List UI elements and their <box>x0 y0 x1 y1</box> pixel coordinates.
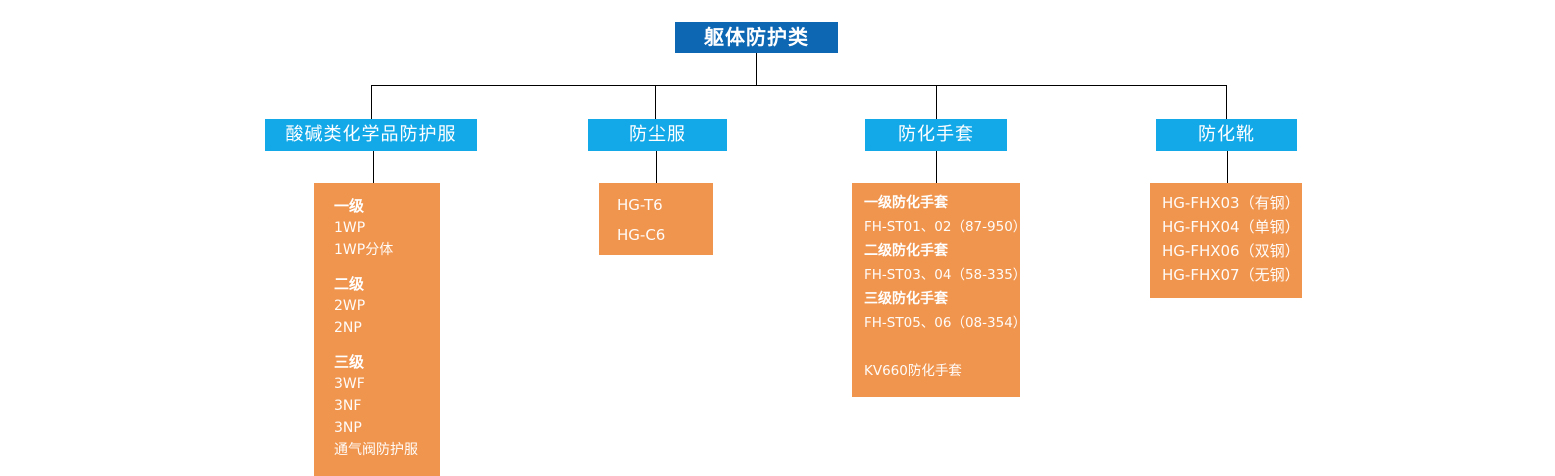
box-item: HG-FHX06（双钢） <box>1162 242 1300 260</box>
box-item-heading: 三级 <box>334 353 365 371</box>
connector-branch-1-bottom <box>373 151 374 183</box>
box-item-heading: 三级防化手套 <box>864 291 948 307</box>
box-item: 1WP分体 <box>334 242 394 258</box>
box-item: FH-ST05、06（08-354） <box>864 315 1027 331</box>
connector-horizontal <box>371 85 1227 86</box>
root-node: 躯体防护类 <box>675 22 838 53</box>
box-item: HG-C6 <box>617 226 666 244</box>
box-item: 2NP <box>334 320 362 336</box>
leaf-box-boots: HG-FHX03（有钢） HG-FHX04（单钢） HG-FHX06（双钢） H… <box>1150 183 1302 298</box>
box-item: 1WP <box>334 220 366 236</box>
connector-branch-3-top <box>936 85 937 119</box>
leaf-box-dust-suit: HG-T6 HG-C6 <box>599 183 713 255</box>
box-item: 2WP <box>334 298 366 314</box>
box-item: FH-ST03、04（58-335） <box>864 267 1027 283</box>
box-item: KV660防化手套 <box>864 363 962 379</box>
connector-branch-2-top <box>655 85 656 119</box>
box-item: 3WF <box>334 376 365 392</box>
box-item: HG-T6 <box>617 196 663 214</box>
branch-header-gloves: 防化手套 <box>865 119 1007 151</box>
box-item-heading: 二级防化手套 <box>864 243 948 259</box>
box-item: HG-FHX04（单钢） <box>1162 218 1300 236</box>
box-item: 3NP <box>334 420 362 436</box>
box-item: 通气阀防护服 <box>334 442 418 458</box>
box-item: HG-FHX07（无钢） <box>1162 266 1300 284</box>
branch-header-dust-suit: 防尘服 <box>588 119 727 151</box>
box-item-heading: 一级防化手套 <box>864 195 948 211</box>
connector-branch-4-bottom <box>1227 151 1228 183</box>
connector-branch-4-top <box>1226 85 1227 119</box>
box-item: FH-ST01、02（87-950） <box>864 219 1027 235</box>
box-item-heading: 二级 <box>334 275 365 293</box>
box-item: HG-FHX03（有钢） <box>1162 194 1300 212</box>
connector-root-stem <box>756 53 757 85</box>
box-item-heading: 一级 <box>334 197 365 215</box>
connector-branch-2-bottom <box>656 151 657 183</box>
leaf-box-chemical-suit: 一级 1WP 1WP分体 二级 2WP 2NP 三级 3WF 3NF 3NP 通… <box>314 183 440 476</box>
branch-header-boots: 防化靴 <box>1156 119 1297 151</box>
connector-branch-3-bottom <box>936 151 937 183</box>
connector-branch-1-top <box>371 85 372 119</box>
box-item: 3NF <box>334 398 362 414</box>
leaf-box-gloves: 一级防化手套 FH-ST01、02（87-950） 二级防化手套 FH-ST03… <box>852 183 1027 397</box>
branch-header-chemical-suit: 酸碱类化学品防护服 <box>265 119 477 151</box>
